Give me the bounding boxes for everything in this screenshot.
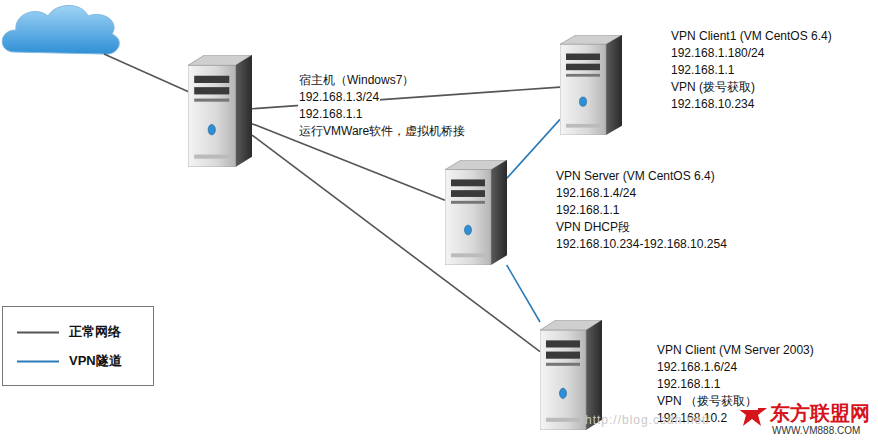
server-info: 宿主机（Windows7）192.168.1.3/24192.168.1.1运行… — [298, 72, 466, 140]
node-text: 宿主机（Windows7） — [298, 72, 415, 89]
node-text: VPN DHCP段 — [555, 219, 631, 236]
server-icon — [188, 55, 252, 167]
node-text: 192.168.1.3/24 — [298, 89, 380, 106]
node-text: VPN （拨号获取） — [656, 393, 758, 410]
watermark-site: WWW.VM888.COM — [772, 425, 860, 436]
legend-box: 正常网络 VPN隧道 — [2, 306, 154, 386]
node-text: 192.168.1.1 — [670, 62, 735, 79]
node-text: VPN (拨号获取) — [670, 79, 756, 96]
network-link — [252, 135, 540, 352]
internet-cloud — [2, 6, 119, 55]
legend-text: 正常网络 — [69, 323, 121, 341]
server-icon — [445, 160, 507, 265]
server-node: VPN Client1 (VM CentOS 6.4)192.168.1.180… — [560, 35, 622, 135]
server-info: VPN Server (VM CentOS 6.4)192.168.1.4/24… — [555, 168, 728, 253]
legend-line — [17, 360, 59, 363]
server-icon — [560, 35, 622, 135]
server-node: 宿主机（Windows7）192.168.1.3/24192.168.1.1运行… — [188, 55, 252, 167]
node-text: 运行VMWare软件，虚拟机桥接 — [298, 123, 466, 140]
legend-text: VPN隧道 — [69, 352, 122, 370]
node-text: 192.168.10.234-192.168.10.254 — [555, 236, 728, 253]
node-text: VPN Server (VM CentOS 6.4) — [555, 168, 716, 185]
node-text: VPN Client1 (VM CentOS 6.4) — [670, 28, 833, 45]
node-text: 192.168.1.1 — [298, 106, 363, 123]
watermark-logo: 东方联盟网 — [770, 400, 870, 427]
legend-line — [17, 331, 59, 334]
server-node: VPN Server (VM CentOS 6.4)192.168.1.4/24… — [445, 160, 507, 265]
server-info: VPN Client1 (VM CentOS 6.4)192.168.1.180… — [670, 28, 833, 113]
vpn-tunnel — [507, 265, 540, 322]
node-text: 192.168.1.6/24 — [656, 359, 738, 376]
watermark-url: http://blog.csdn.net/ — [585, 413, 711, 427]
node-text: VPN Client (VM Server 2003) — [656, 342, 815, 359]
node-text: 192.168.1.4/24 — [555, 185, 637, 202]
vpn-tunnel — [507, 119, 560, 178]
node-text: 192.168.1.1 — [656, 376, 721, 393]
node-text: 192.168.10.234 — [670, 96, 755, 113]
cloud-link — [104, 54, 198, 96]
node-text: 192.168.1.180/24 — [670, 45, 765, 62]
node-text: 192.168.1.1 — [555, 202, 620, 219]
